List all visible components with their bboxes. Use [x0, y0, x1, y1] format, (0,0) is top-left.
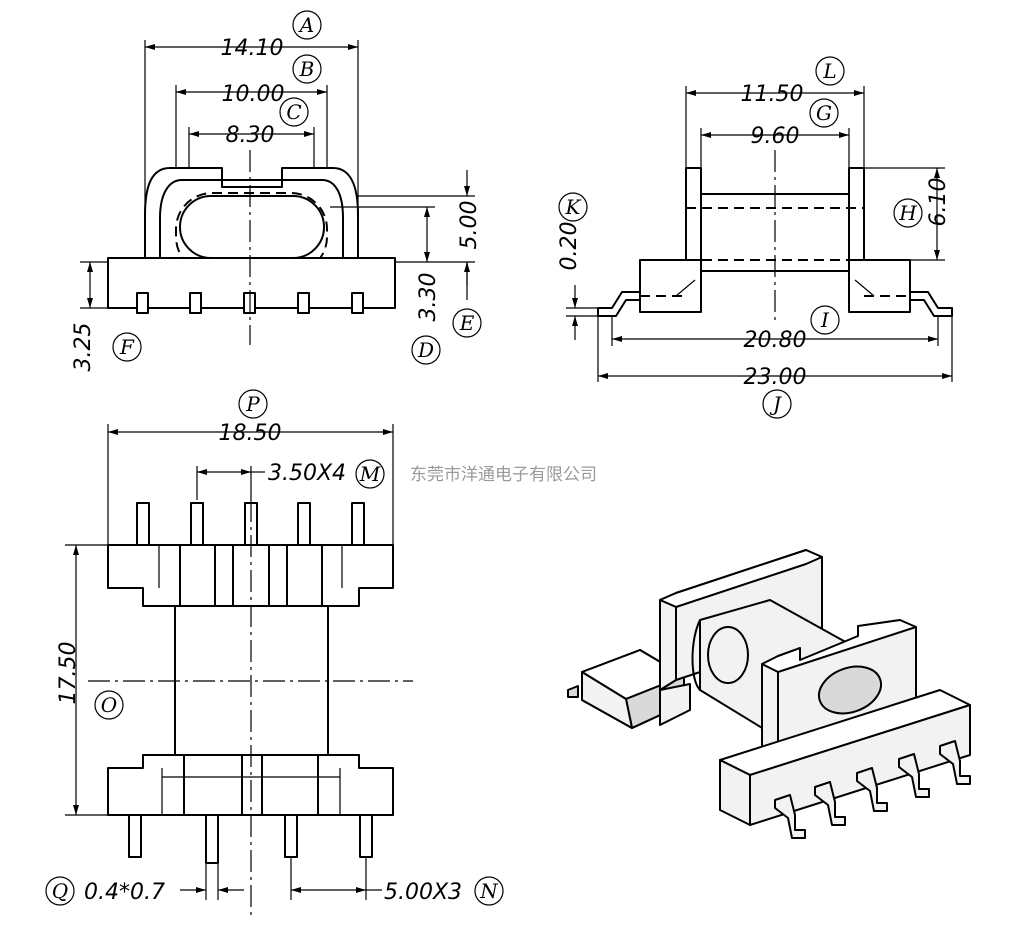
- svg-text:O: O: [101, 693, 117, 717]
- dim-m-value: 3.50X4: [268, 461, 346, 486]
- dim-j-value: 23.00: [744, 365, 807, 390]
- svg-text:G: G: [816, 101, 832, 125]
- svg-text:D: D: [417, 338, 434, 362]
- label-o: O: [94, 690, 124, 720]
- label-h: H: [893, 198, 923, 228]
- label-l: L: [815, 56, 845, 86]
- dim-q-value: 0.4*0.7: [84, 880, 165, 905]
- svg-text:H: H: [898, 201, 917, 225]
- dim-b-value: 10.00: [222, 82, 285, 107]
- dim-e-value: 5.00: [457, 201, 482, 250]
- label-i: I: [810, 305, 840, 335]
- label-j: J: [762, 389, 792, 419]
- isometric-view: [567, 549, 971, 839]
- front-view: 14.10 A 10.00 B 8.30 C 3.30 D 5.00 E 3.2…: [71, 10, 482, 372]
- label-n: N: [474, 876, 504, 906]
- label-d: D: [411, 335, 441, 365]
- svg-text:N: N: [479, 879, 499, 903]
- label-p: P: [238, 389, 268, 419]
- side-view: 11.50 L 9.60 G 6.10 H 0.20 K 20.80 I 23.…: [557, 56, 953, 419]
- svg-text:L: L: [822, 59, 836, 83]
- dim-a-value: 14.10: [221, 36, 284, 61]
- dim-p-value: 18.50: [219, 421, 282, 446]
- label-c: C: [279, 97, 309, 127]
- svg-text:B: B: [299, 57, 315, 81]
- svg-text:P: P: [245, 392, 260, 416]
- dim-f-value: 3.25: [71, 323, 96, 372]
- dim-g-value: 9.60: [751, 124, 800, 149]
- label-b: B: [292, 54, 322, 84]
- company-name: 东莞市洋通电子有限公司: [410, 465, 597, 485]
- dim-d-value: 3.30: [416, 273, 441, 322]
- label-q: Q: [45, 876, 75, 906]
- svg-text:E: E: [459, 311, 475, 335]
- svg-text:J: J: [769, 392, 782, 416]
- svg-text:C: C: [286, 100, 301, 124]
- dim-c-value: 8.30: [226, 123, 275, 148]
- svg-text:K: K: [565, 195, 582, 219]
- svg-text:M: M: [359, 462, 381, 486]
- label-a: A: [292, 10, 322, 40]
- svg-text:I: I: [820, 308, 830, 332]
- svg-text:F: F: [119, 335, 135, 359]
- dim-o-value: 17.50: [56, 642, 81, 705]
- label-e: E: [452, 308, 482, 338]
- label-f: F: [112, 332, 142, 362]
- dim-h-value: 6.10: [926, 178, 951, 227]
- label-g: G: [809, 98, 839, 128]
- dim-l-value: 11.50: [741, 82, 804, 107]
- dim-i-value: 20.80: [744, 328, 807, 353]
- dim-n-value: 5.00X3: [384, 880, 462, 905]
- svg-text:A: A: [298, 13, 314, 37]
- bottom-view: 18.50 P 3.50X4 M 17.50 O Q 0.4*0.7 5.00X…: [45, 389, 504, 920]
- label-k: K: [558, 192, 588, 222]
- label-m: M: [355, 459, 385, 489]
- dim-k-value: 0.20: [557, 222, 582, 271]
- svg-text:Q: Q: [52, 879, 68, 903]
